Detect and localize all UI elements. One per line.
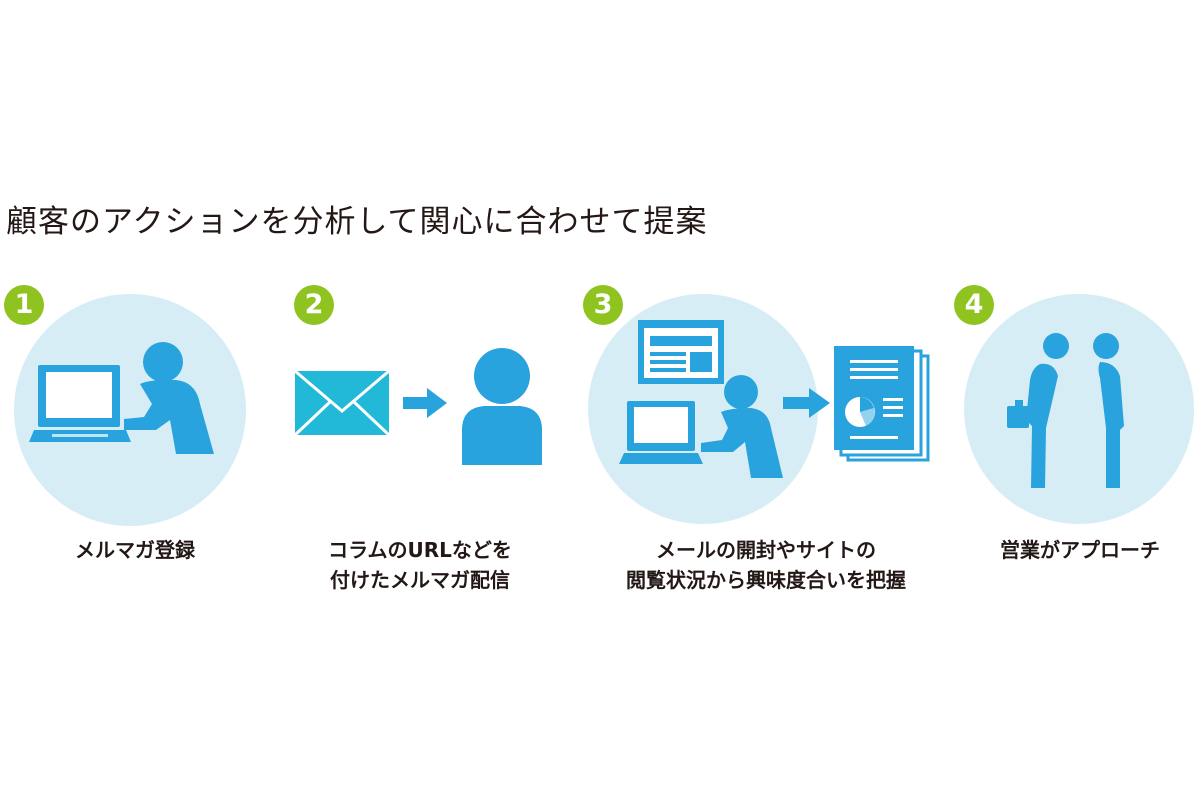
step-4: 4 営業がアプローチ (950, 280, 1200, 610)
laptop-icon (619, 401, 703, 464)
step-1-caption: メルマガ登録 (0, 535, 270, 565)
laptop-icon (29, 365, 131, 442)
step-3: 3 (578, 280, 948, 610)
caption-line: メールの開封やサイトの (656, 538, 876, 562)
step-4-caption: 営業がアプローチ (950, 535, 1200, 565)
caption-line: 営業がアプローチ (1000, 538, 1160, 562)
step-number-badge: 2 (294, 285, 334, 325)
step-3-illustration (619, 320, 930, 478)
person-icon (124, 342, 214, 454)
envelope-icon (293, 369, 391, 437)
step-1-illustration (29, 342, 214, 454)
caption-line: コラムのURLなどを (328, 538, 512, 562)
caption-line: メルマガ登録 (75, 538, 195, 562)
person-icon (462, 348, 542, 465)
step-number-badge: 1 (4, 285, 44, 325)
arrow-right-icon (783, 388, 830, 418)
arrow-right-icon (403, 388, 447, 418)
step-2-illustration (293, 348, 542, 465)
step-2-caption: コラムのURLなどを 付けたメルマガ配信 (285, 535, 555, 595)
step-2: 2 コラムのURLなどを 付けたメルマガ配信 (285, 280, 555, 610)
step-number-badge: 3 (583, 285, 623, 325)
caption-line: 付けたメルマガ配信 (330, 568, 510, 592)
webpage-icon (638, 320, 724, 384)
step-1: 1 メルマガ登録 (0, 280, 270, 610)
page-title: 顧客のアクションを分析して関心に合わせて提案 (6, 204, 708, 240)
report-document-icon (834, 346, 930, 462)
step-4-illustration (1007, 333, 1124, 488)
step-4-circle (964, 294, 1194, 524)
caption-line: 閲覧状況から興味度合いを把握 (626, 568, 906, 592)
step-number-badge: 4 (954, 285, 994, 325)
person-icon (701, 375, 783, 478)
step-3-caption: メールの開封やサイトの 閲覧状況から興味度合いを把握 (578, 535, 954, 595)
bowing-people-icon (1007, 333, 1124, 488)
